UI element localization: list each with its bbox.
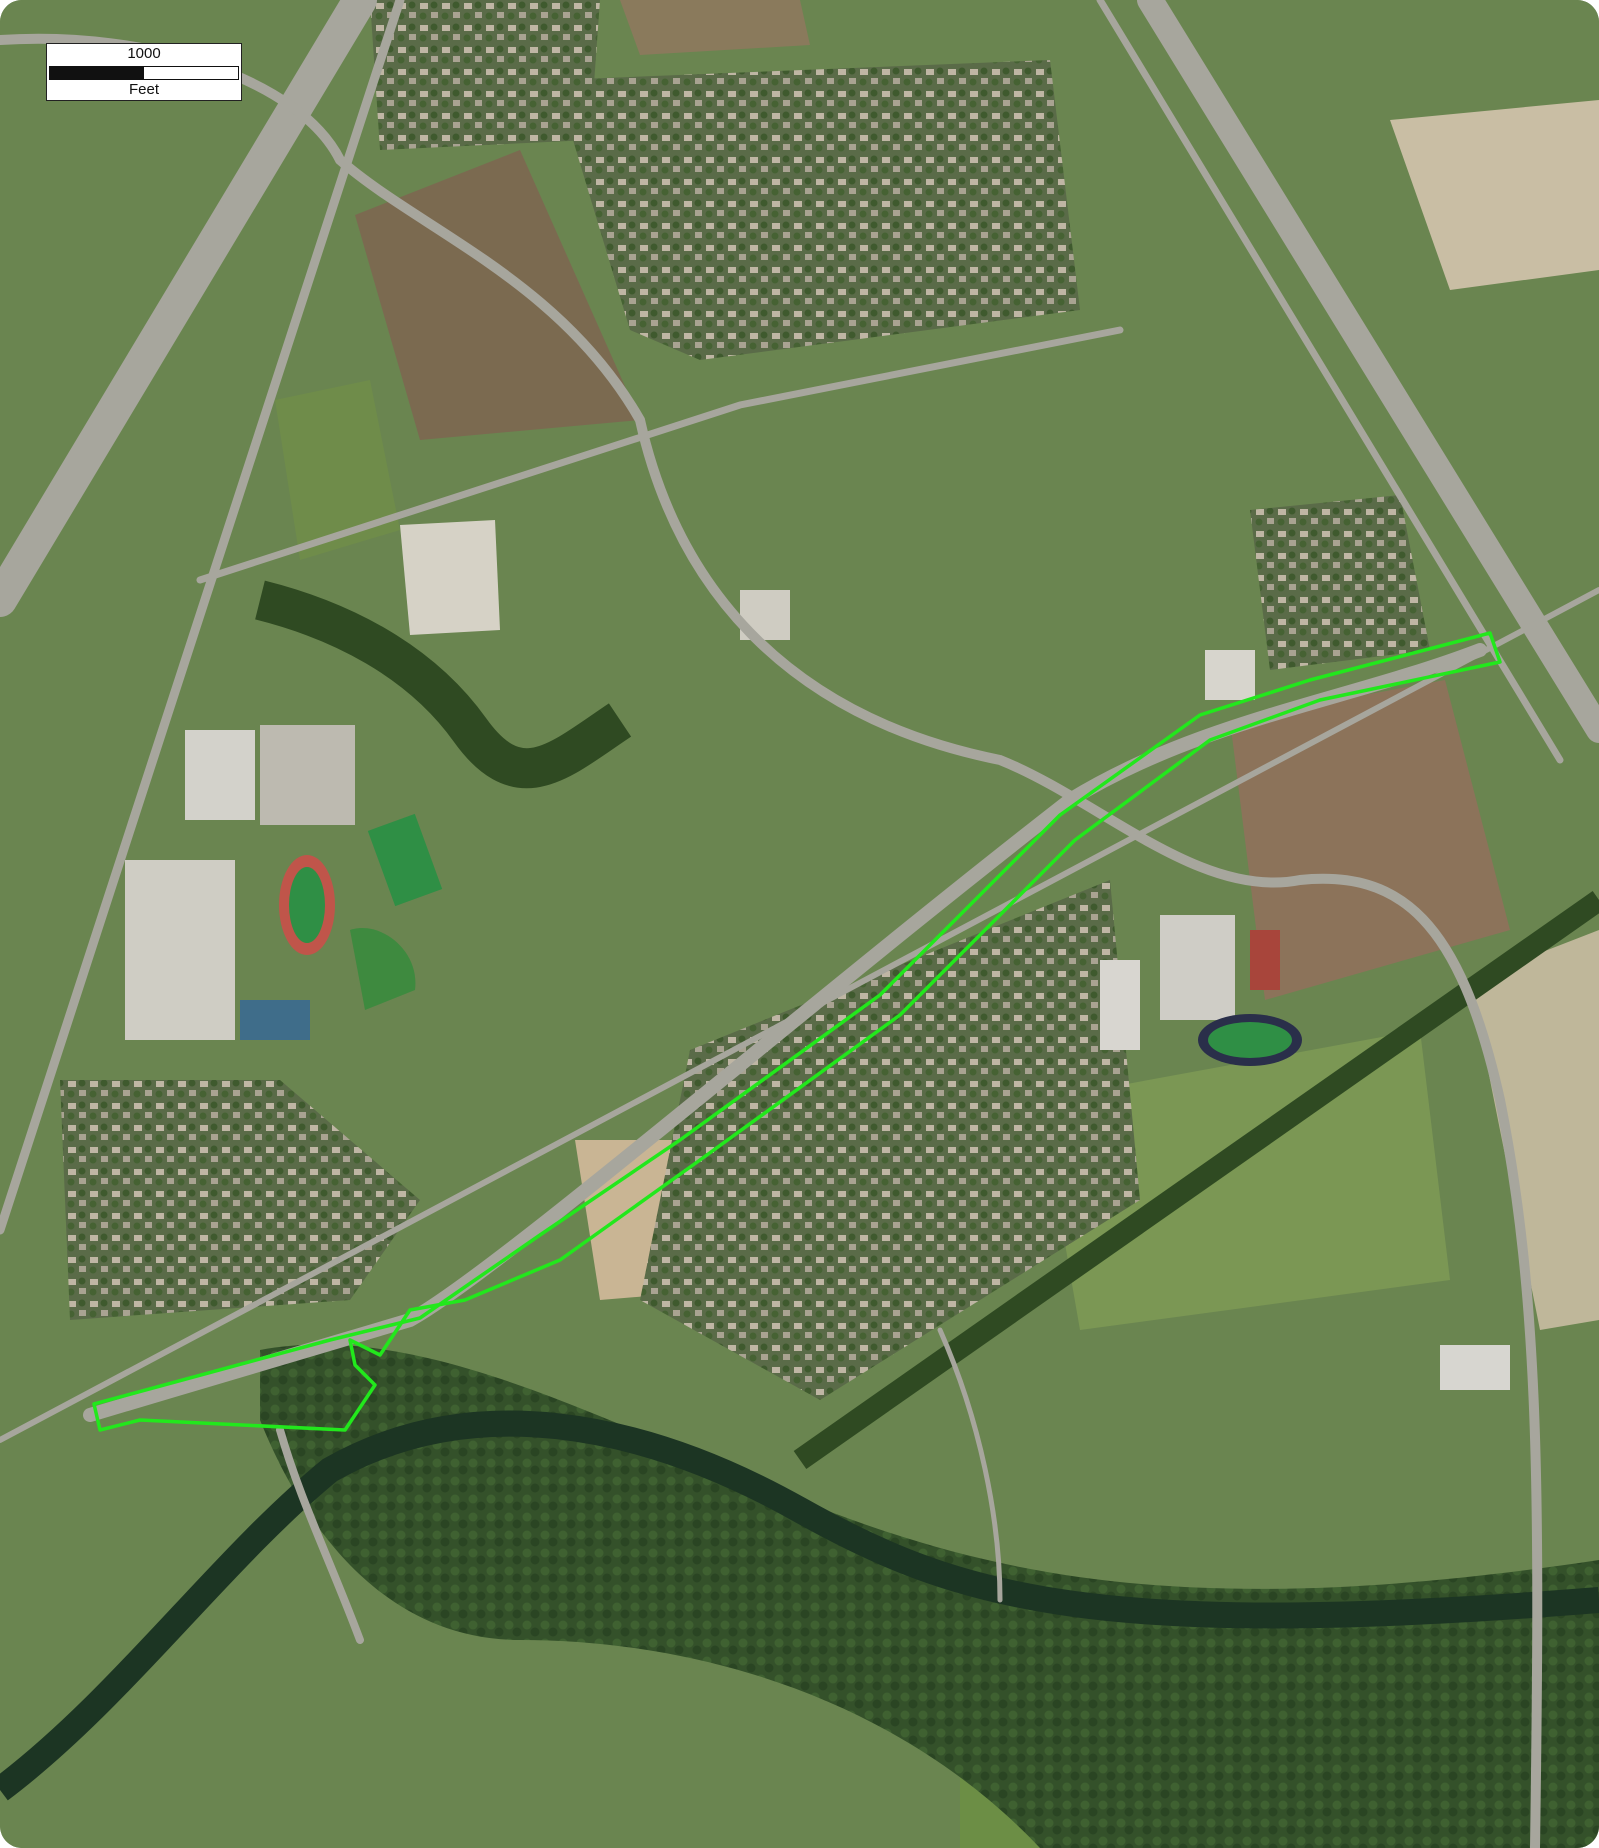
quarry-northeast (1390, 100, 1599, 290)
football-field (367, 813, 443, 907)
south-road (276, 1426, 364, 1644)
field-ploughed-east (1230, 680, 1510, 1000)
frontage-road (0, 0, 405, 1235)
red-courts (1250, 930, 1280, 990)
scale-bar-segment (50, 67, 144, 79)
loop-road (0, 33, 1543, 1848)
creek-west (255, 580, 632, 789)
neighborhood-south (640, 880, 1140, 1400)
field-north-top (620, 0, 810, 55)
east-school-wing (1100, 960, 1140, 1050)
school-building (125, 860, 235, 1040)
neighborhood-north (555, 60, 1080, 360)
building-northeast (1205, 650, 1255, 700)
scale-bar-value: 1000 (127, 45, 161, 62)
tennis-courts (240, 1000, 310, 1040)
parking-lot-west (260, 725, 355, 825)
forest-belt (260, 1344, 1599, 1848)
east-track-infield (1208, 1022, 1292, 1058)
quarry-east (1470, 930, 1599, 1330)
school-building-2 (185, 730, 255, 820)
warehouse-east (1440, 1345, 1510, 1390)
neighborhood-northwest (370, 0, 600, 150)
county-road (196, 326, 1124, 584)
track-infield (289, 867, 325, 943)
east-school-building (1160, 915, 1235, 1020)
trail-south (937, 1327, 1003, 1603)
highway-east (1137, 0, 1599, 743)
baseball-field (350, 928, 416, 1010)
scale-bar-track (49, 66, 239, 80)
scale-bar-unit: Feet (128, 81, 159, 98)
project-boundary[interactable] (92, 631, 1502, 1432)
interstate (0, 0, 377, 617)
field-grass-east (1040, 1030, 1450, 1330)
river (0, 1410, 1599, 1801)
field-green-west (275, 380, 400, 560)
substation (400, 520, 500, 635)
scale-bar: 1000 Feet (46, 43, 242, 101)
neighborhood-northeast (1250, 495, 1430, 670)
neighborhood-southwest (60, 1080, 420, 1320)
